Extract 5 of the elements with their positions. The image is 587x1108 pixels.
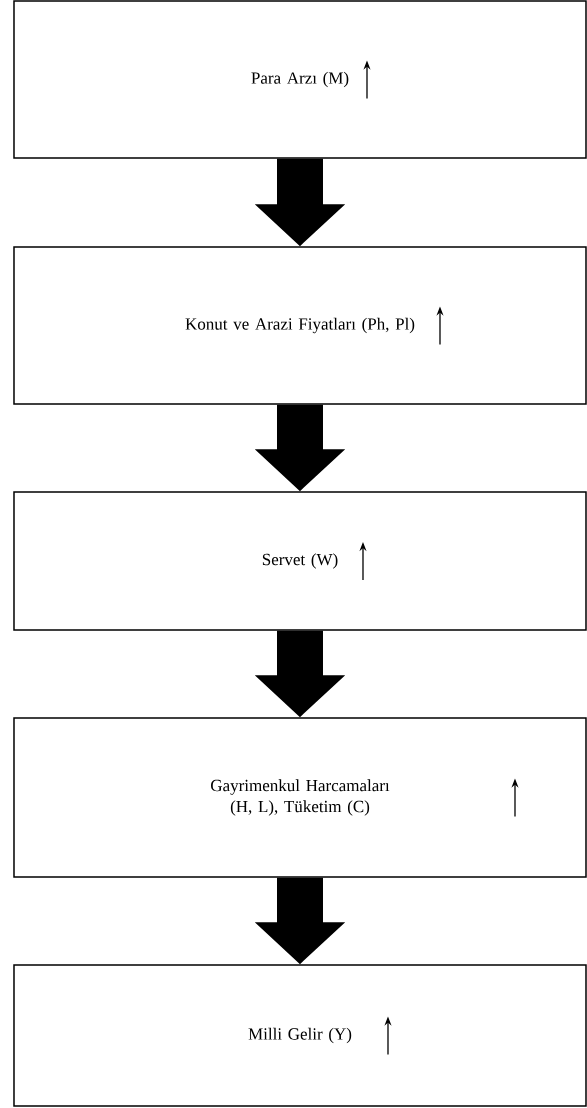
process-box: Konut ve Arazi Fiyatları (Ph, Pl)	[13, 246, 587, 405]
process-box: Para Arzı (M)	[13, 0, 587, 159]
process-box: Milli Gelir (Y)	[13, 964, 587, 1107]
process-box: Servet (W)	[13, 491, 587, 631]
process-box: Gayrimenkul Harcamaları (H, L), Tüketim (C)	[13, 717, 587, 878]
